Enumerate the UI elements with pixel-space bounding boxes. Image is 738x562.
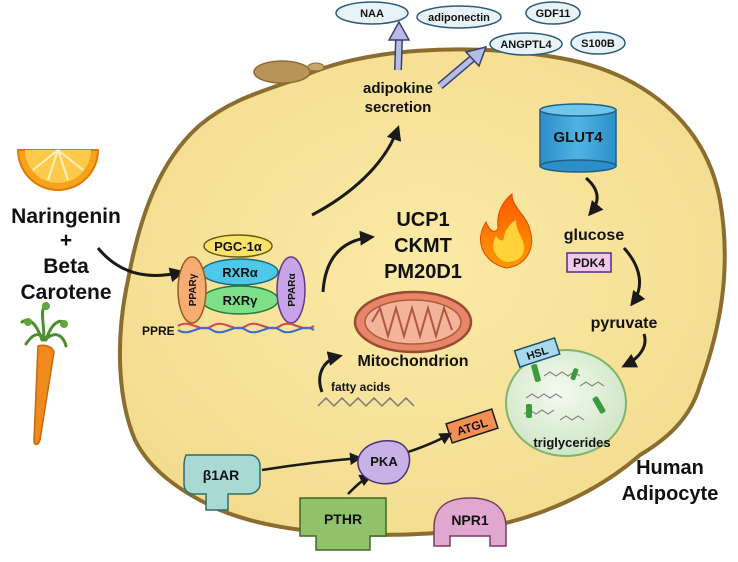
- input-line-naringenin: Naringenin: [11, 205, 121, 228]
- receptor-complex: PGC-1α RXRα RXRγ PPARγ PPARα PPRE: [142, 234, 315, 338]
- fatty-acids-arrow: [318, 351, 343, 393]
- orange-slice-icon: [16, 149, 100, 191]
- s100b-label: S100B: [581, 38, 615, 50]
- arrow-to-thermogenic-genes: [321, 230, 375, 293]
- fatty-acids-label: fatty acids: [331, 380, 391, 394]
- pyruvate-label: pyruvate: [591, 315, 658, 332]
- mitochondrion-icon: [353, 290, 473, 354]
- pthr-label: PTHR: [324, 511, 362, 527]
- pgc1a-oval: [203, 234, 273, 258]
- adipokine-label-line1: adipokine: [363, 80, 433, 97]
- nucleus-shape: [253, 60, 311, 84]
- pm20d1-label: PM20D1: [384, 261, 462, 283]
- pdk4-label: PDK4: [573, 256, 605, 270]
- dna-helix-icon: [177, 322, 315, 334]
- gdf11-label: GDF11: [536, 8, 571, 20]
- angptl4-oval: ANGPTL4: [489, 32, 563, 56]
- arrow-b1ar-to-pka: [261, 452, 363, 472]
- pparg-label: PPARγ: [188, 273, 199, 306]
- b1ar-label: β1AR: [203, 467, 240, 483]
- gdf11-oval: GDF11: [525, 1, 581, 25]
- glut4-label: GLUT4: [553, 129, 603, 146]
- input-arrow: [96, 247, 185, 283]
- npr1-label: NPR1: [451, 512, 489, 528]
- npr1-receptor: [433, 497, 507, 547]
- hsl-box: [513, 336, 561, 368]
- cell-label-line2: Adipocyte: [622, 483, 719, 505]
- secreted-factors: NAA adiponectin GDF11 ANGPTL4 S100B: [335, 1, 626, 56]
- rxrg-label: RXRγ: [223, 293, 258, 308]
- input-line-beta: Beta: [43, 255, 89, 278]
- fatty-acid-chain-icon: [317, 396, 415, 408]
- glut4-transporter: [539, 103, 617, 173]
- rxra-label: RXRα: [222, 265, 257, 280]
- arrow-pyruvate-to-lipid: [621, 333, 647, 368]
- mitochondrion-label: Mitochondrion: [357, 353, 468, 370]
- carrot-icon: [20, 302, 68, 446]
- flame-icon: [480, 193, 533, 269]
- s100b-oval: S100B: [570, 31, 626, 55]
- pka-shape: [357, 439, 411, 485]
- ucp1-label: UCP1: [396, 209, 449, 231]
- pdk4-box: [566, 252, 612, 273]
- pka-label: PKA: [370, 454, 398, 469]
- angptl4-label: ANGPTL4: [500, 39, 552, 51]
- ppre-label: PPRE: [142, 324, 175, 338]
- triglycerides-label: triglycerides: [533, 435, 610, 450]
- adipokine-label-line2: secretion: [365, 99, 432, 116]
- lipid-droplet: [505, 349, 627, 457]
- adiponectin-label: adiponectin: [428, 12, 490, 24]
- pparg-oval: [177, 256, 207, 324]
- input-line-carotene: Carotene: [20, 281, 111, 304]
- naa-oval: NAA: [335, 1, 409, 25]
- small-organelle-shape: [307, 62, 325, 72]
- pthr-receptor: [299, 497, 387, 551]
- pgc1a-label: PGC-1α: [214, 239, 262, 254]
- input-line-plus: +: [60, 229, 72, 252]
- ckmt-label: CKMT: [394, 235, 452, 257]
- ppara-label: PPARα: [287, 273, 298, 307]
- secretion-arrows: [387, 20, 488, 90]
- arrow-to-secretion: [311, 125, 402, 217]
- arrow-glucose-to-pyruvate: [622, 246, 646, 307]
- arrow-pka-to-atgl: [407, 432, 453, 454]
- ppara-oval: [276, 256, 306, 324]
- cell-label-line1: Human: [636, 457, 704, 479]
- arrow-glut4-to-glucose: [584, 176, 604, 217]
- adiponectin-oval: adiponectin: [416, 5, 502, 29]
- naa-label: NAA: [360, 8, 384, 20]
- b1ar-receptor: [183, 454, 261, 511]
- glucose-label: glucose: [564, 227, 625, 244]
